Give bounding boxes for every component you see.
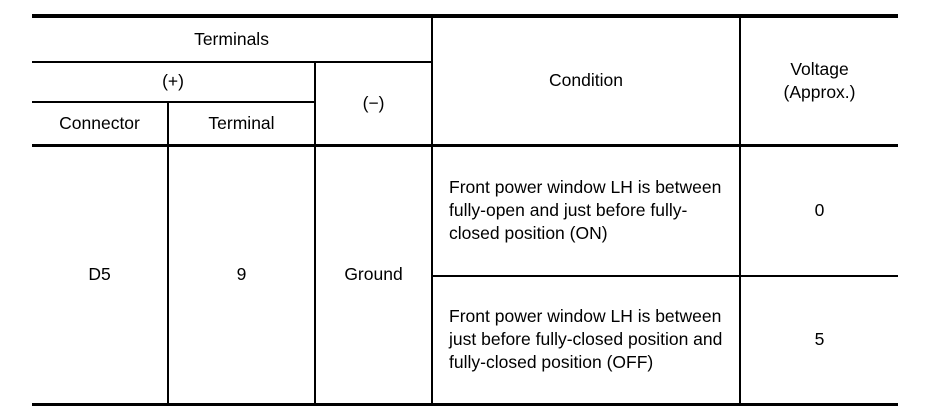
header-voltage-label-line2: (Approx.) (783, 81, 856, 102)
cell-negative-value: Ground (344, 263, 403, 284)
cell-voltage-value: 0 (814, 200, 825, 221)
table-row: Front power window LH is between just be… (32, 276, 899, 406)
cell-connector-value: D5 (88, 263, 111, 284)
header-terminal-label: Terminal (208, 112, 275, 133)
header-condition-cell: Condition (432, 14, 742, 147)
cell-voltage-value: 5 (814, 329, 825, 350)
cell-condition-value: Front power window LH is between fully-o… (449, 177, 722, 244)
header-terminal-cell: Terminal (168, 102, 316, 147)
header-negative-cell: (−) (315, 62, 434, 147)
header-terminals-cell: Terminals (32, 14, 434, 63)
cell-terminal: 9 (168, 145, 316, 406)
cell-voltage: 5 (740, 276, 899, 406)
cell-condition: Front power window LH is between just be… (432, 276, 742, 406)
cell-condition: Front power window LH is between fully-o… (432, 145, 742, 277)
header-row-subcolumns: Connector Terminal (32, 102, 898, 147)
header-negative-label: (−) (362, 92, 385, 113)
voltage-spec-table: Terminals Condition Voltage (Approx.) (+… (32, 14, 899, 406)
header-terminals-label: Terminals (194, 28, 269, 49)
header-condition-label: Condition (549, 70, 623, 91)
cell-terminal-value: 9 (236, 263, 247, 284)
header-connector-label: Connector (59, 112, 140, 133)
cell-connector: D5 (32, 145, 169, 406)
cell-negative: Ground (315, 145, 434, 406)
table-row: D5 9 Ground Front power window LH is bet… (32, 145, 899, 406)
cell-condition-value: Front power window LH is between just be… (449, 306, 723, 373)
voltage-spec-table-container: Terminals Condition Voltage (Approx.) (+… (32, 14, 899, 406)
header-connector-cell: Connector (32, 102, 169, 147)
header-voltage-label-line1: Voltage (790, 59, 849, 80)
header-positive-cell: (+) (32, 62, 316, 103)
header-row-terminals: Terminals Condition Voltage (Approx.) (32, 14, 899, 147)
header-row-polarity: (+) (−) (32, 62, 898, 147)
cell-voltage: 0 (740, 145, 899, 277)
header-voltage-cell: Voltage (Approx.) (740, 14, 899, 147)
header-positive-label: (+) (162, 71, 184, 92)
